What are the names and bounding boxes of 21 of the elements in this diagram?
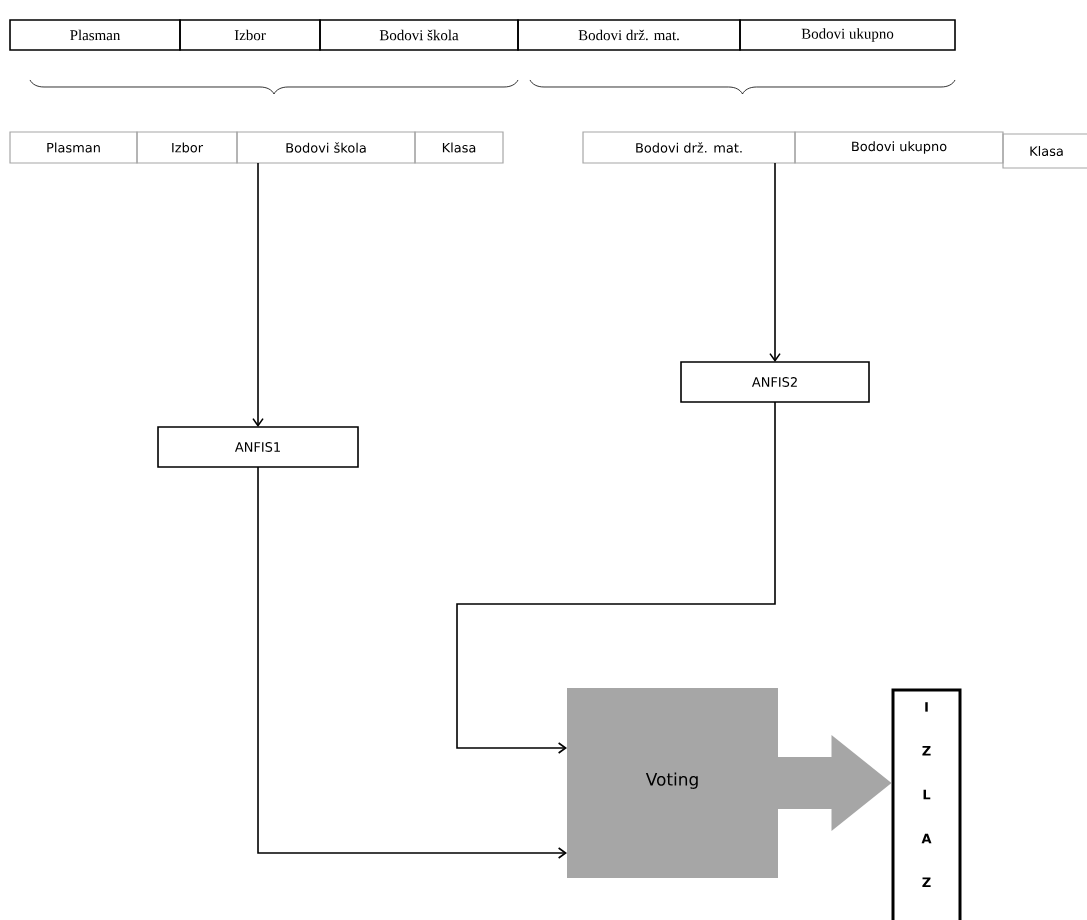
process-box: ANFIS1	[157, 426, 359, 468]
table-cell: Bodovi škola	[319, 19, 519, 51]
output-box: I Z L A Z	[891, 688, 962, 920]
table-cell: Bodovi drž. mat.	[517, 19, 741, 51]
arrow	[252, 162, 264, 427]
table-cell: Plasman	[9, 131, 138, 164]
voting-block: Voting	[567, 688, 778, 878]
table-cell: Klasa	[1002, 133, 1087, 169]
arrow	[257, 466, 567, 859]
process-box: ANFIS2	[680, 361, 870, 403]
table-cell: Izbor	[179, 19, 321, 51]
table-cell: Izbor	[136, 131, 238, 164]
table-cell: Klasa	[414, 131, 504, 164]
table-cell: Bodovi ukupno	[794, 131, 1004, 164]
table-cell: Bodovi škola	[236, 131, 416, 164]
arrow	[769, 162, 781, 362]
arrow	[456, 401, 776, 754]
table-cell: Bodovi drž. mat.	[582, 131, 796, 164]
table-cell: Plasman	[9, 19, 181, 51]
block-arrow	[778, 735, 892, 831]
table-cell: Bodovi ukupno	[739, 19, 956, 51]
